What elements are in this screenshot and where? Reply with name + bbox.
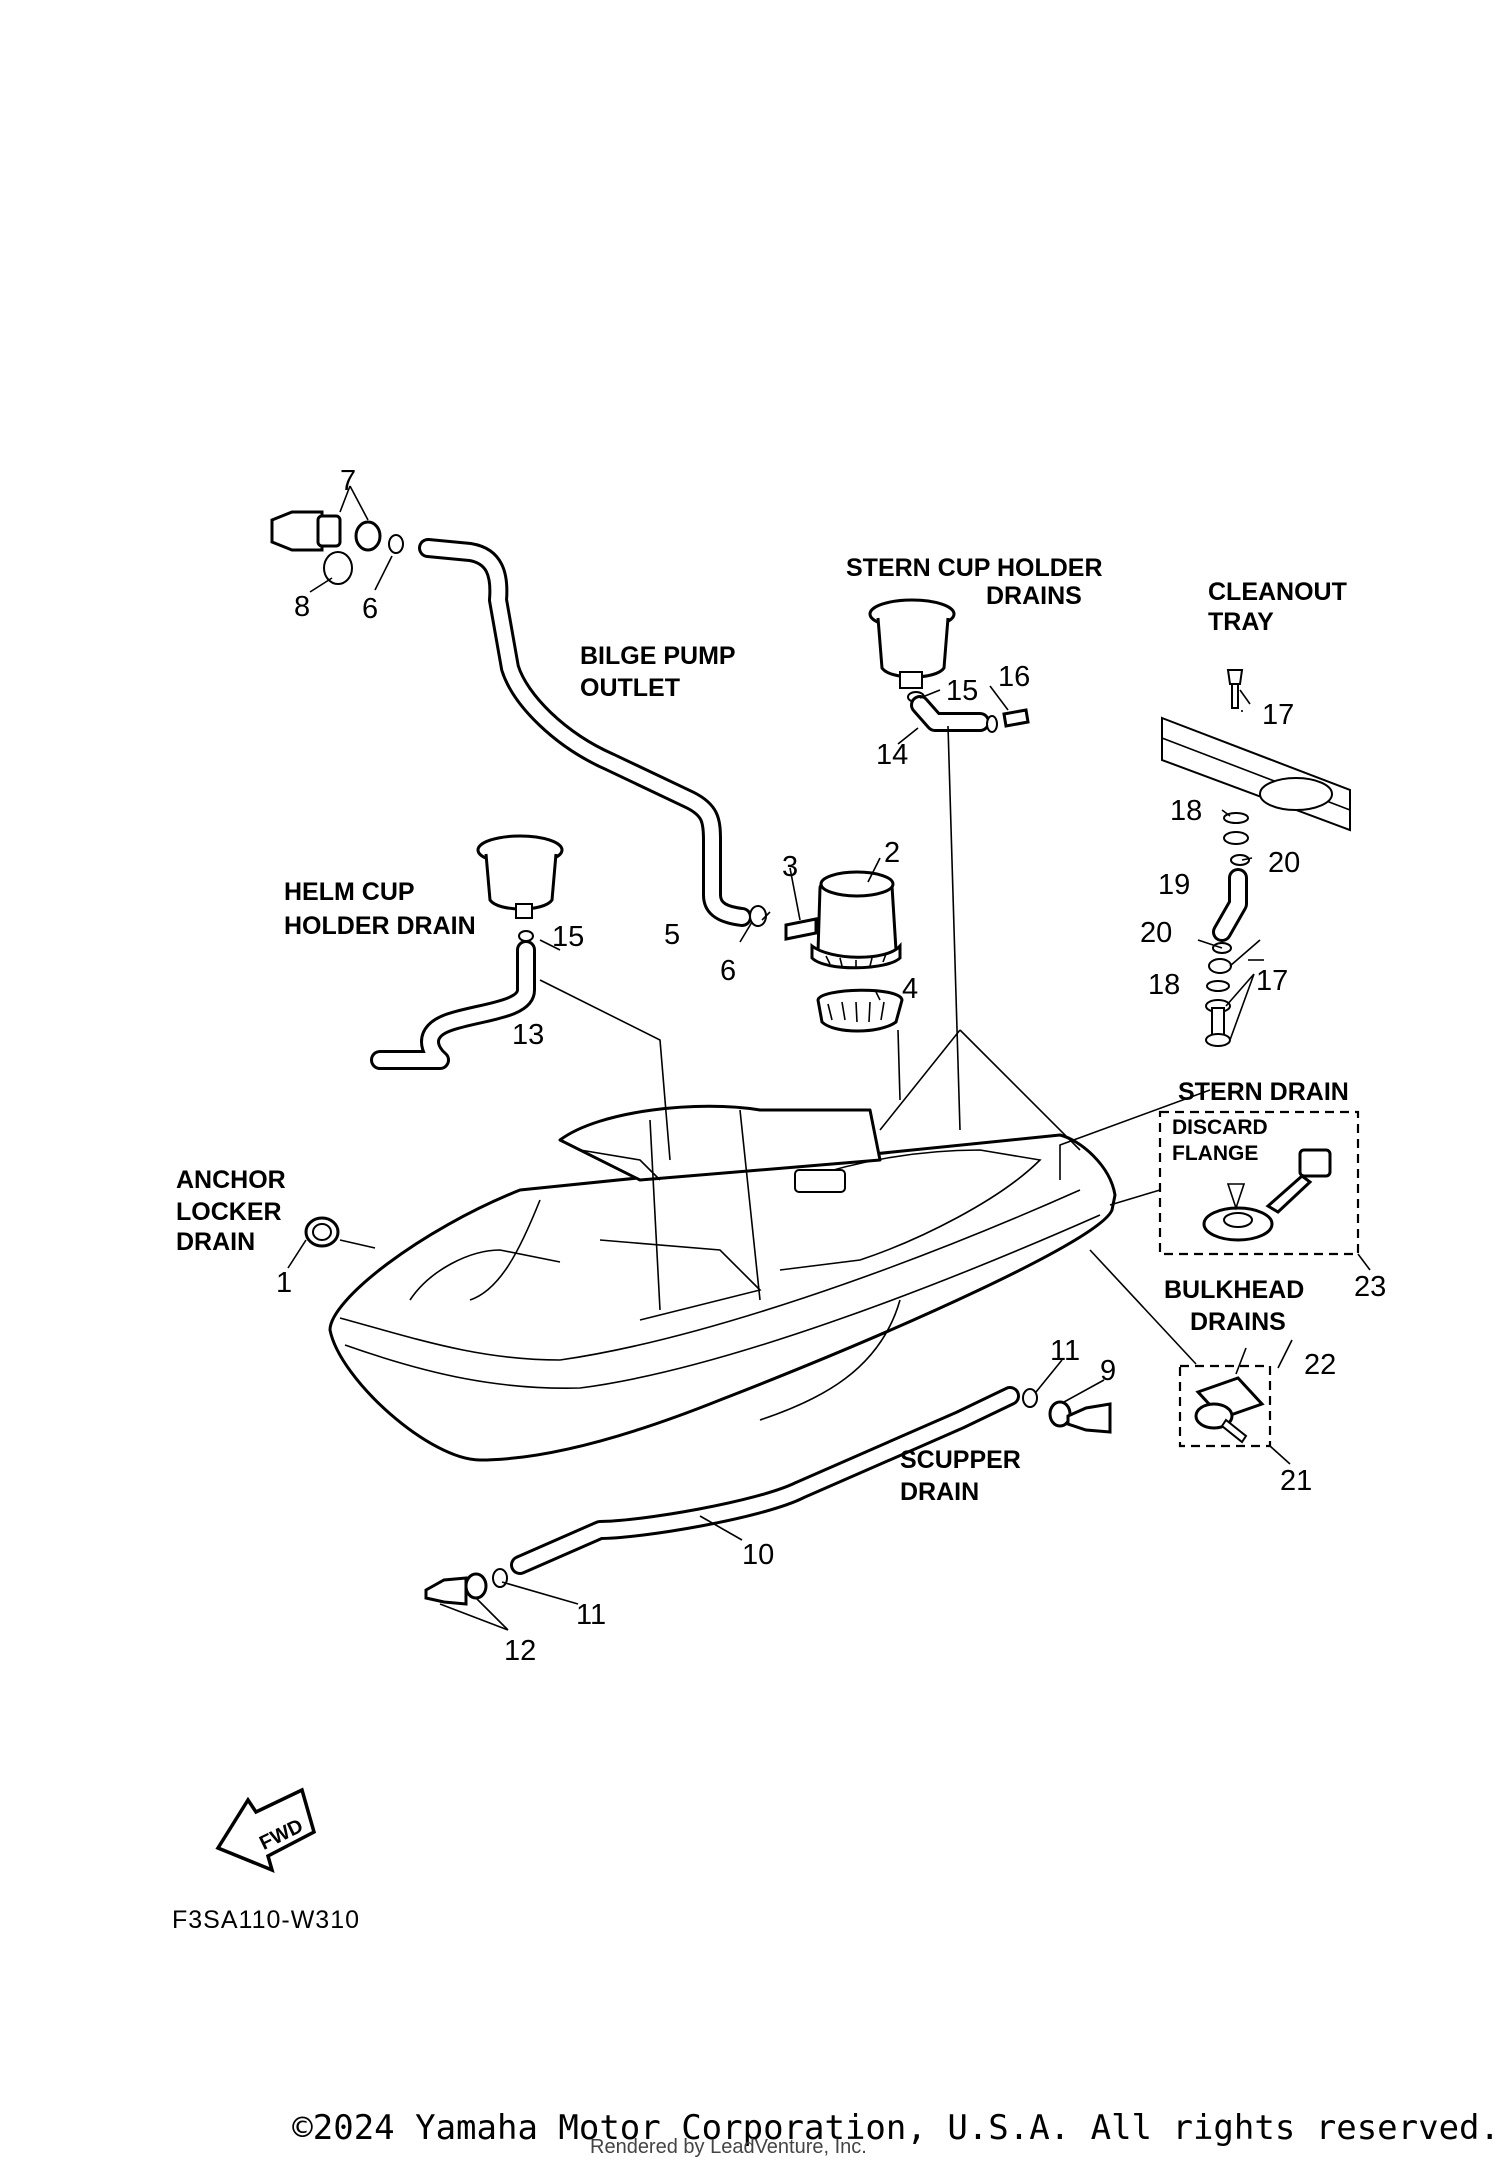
stern-drain-box (1158, 1110, 1360, 1256)
part-number: 21 (1280, 1465, 1312, 1497)
copyright-footer: ©2024 Yamaha Motor Corporation, U.S.A. A… (0, 2108, 1500, 2152)
part-number: 23 (1354, 1271, 1386, 1303)
copyright-text: ©2024 Yamaha Motor Corporation, U.S.A. A… (292, 2108, 1500, 2148)
label-scupper: SCUPPER (900, 1446, 1021, 1474)
label-locker: LOCKER (176, 1198, 282, 1226)
cleanout-hose (1205, 868, 1248, 1047)
part-number: 7 (340, 465, 356, 497)
bilge-pump-base (816, 988, 904, 1033)
part-number: 14 (876, 739, 908, 771)
part-number: 11 (1050, 1335, 1080, 1367)
part-number: 18 (1170, 795, 1202, 827)
part-number: 16 (998, 661, 1030, 693)
label-helm-cup: HELM CUP (284, 878, 415, 906)
part-numbers: 7 8 6 3 2 5 6 4 15 16 14 17 18 20 19 20 … (276, 465, 1386, 1667)
label-stern-cup-holder: STERN CUP HOLDER (846, 554, 1103, 582)
label-scupper-drain: DRAIN (900, 1478, 979, 1506)
label-bilge-pump: BILGE PUMP (580, 642, 736, 670)
part-number: 12 (504, 1635, 536, 1667)
part-number: 13 (512, 1019, 544, 1051)
boat-hull (328, 1104, 1117, 1462)
fwd-arrow-icon: FWD (215, 1787, 317, 1873)
part-number: 1 (276, 1267, 292, 1299)
label-bulkhead-drains: DRAINS (1190, 1308, 1286, 1336)
part-number: 15 (552, 921, 584, 953)
part-number: 6 (362, 593, 378, 625)
scupper-drain-hose (510, 1386, 1020, 1575)
label-stern-drain: STERN DRAIN (1178, 1078, 1349, 1106)
anchor-drain-plug (304, 1216, 340, 1248)
part-number: 8 (294, 591, 310, 623)
part-number: 17 (1262, 699, 1294, 731)
label-discard: DISCARD (1172, 1116, 1268, 1139)
label-tray: TRAY (1208, 608, 1274, 636)
bilge-outlet-hose (418, 538, 752, 927)
label-holder-drain: HOLDER DRAIN (284, 912, 476, 940)
part-number: 19 (1158, 869, 1190, 901)
part-number: 18 (1148, 969, 1180, 1001)
part-number: 10 (742, 1539, 774, 1571)
scupper-fittings (424, 1388, 1112, 1606)
part-number: 11 (576, 1599, 606, 1631)
section-labels: STERN CUP HOLDER DRAINS CLEANOUT TRAY BI… (176, 554, 1349, 1506)
part-number: 5 (664, 919, 680, 951)
part-number: 15 (946, 675, 978, 707)
part-number: 22 (1304, 1349, 1336, 1381)
leader-lines (287, 485, 1371, 1631)
part-number: 4 (902, 973, 918, 1005)
part-number: 9 (1100, 1355, 1116, 1387)
cleanout-tray (1161, 669, 1351, 866)
part-number: 6 (720, 955, 736, 987)
part-number: 3 (782, 851, 798, 883)
stern-cup-holder (868, 598, 956, 703)
diagram-code: F3SA110-W310 (172, 1906, 360, 1934)
part-number: 17 (1256, 965, 1288, 997)
part-number: 20 (1268, 847, 1300, 879)
bulkhead-drains-box (1178, 1339, 1293, 1448)
part-number: 20 (1140, 917, 1172, 949)
rendered-by-text: Rendered by LeadVenture, Inc. (590, 2136, 867, 2158)
label-anchor-drain: DRAIN (176, 1228, 255, 1256)
helm-cup-holder (476, 834, 564, 942)
part-number: 2 (884, 837, 900, 869)
label-anchor: ANCHOR (176, 1166, 286, 1194)
helm-cup-hose (370, 940, 536, 1070)
label-bulkhead: BULKHEAD (1164, 1276, 1304, 1304)
label-outlet: OUTLET (580, 674, 680, 702)
stern-cup-hose (910, 695, 1030, 733)
bilge-outlet-fitting (270, 510, 404, 585)
label-cleanout: CLEANOUT (1208, 578, 1347, 606)
label-flange: FLANGE (1172, 1142, 1258, 1165)
label-stern-cup-drains: DRAINS (986, 582, 1082, 610)
bilge-pump (749, 870, 902, 970)
